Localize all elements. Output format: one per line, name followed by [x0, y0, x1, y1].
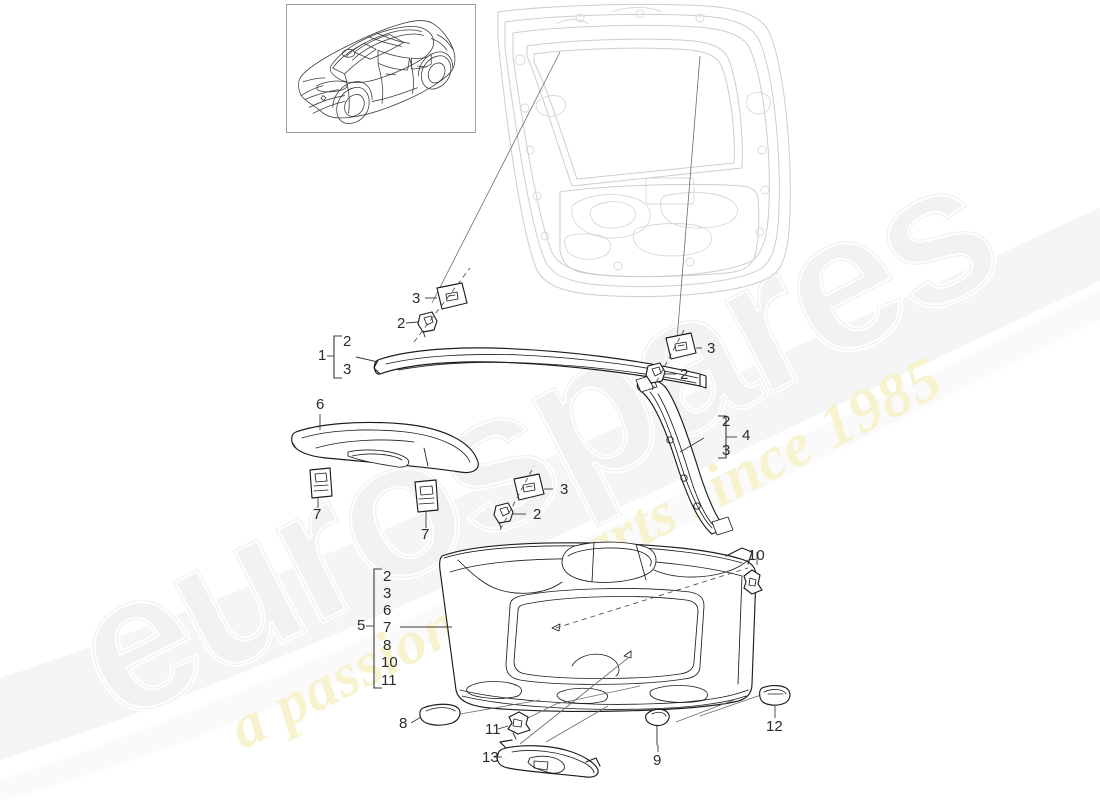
callout-9: 9	[653, 752, 662, 769]
callout-13: 13	[482, 749, 499, 766]
callout-12: 12	[766, 718, 783, 735]
tailgate-frame-ghost	[497, 3, 791, 298]
callout-5: 5	[357, 617, 366, 634]
callout-7b: 7	[421, 526, 430, 543]
part-9-screw	[645, 708, 670, 752]
callout-3a: 3	[343, 361, 352, 378]
leader-lines-frame	[431, 51, 701, 353]
callout-3c: 3	[707, 340, 716, 357]
part-12-grommet	[759, 685, 791, 718]
part-13-lock-cover	[494, 739, 601, 778]
callout-5-item-8: 8	[383, 637, 392, 654]
callout-2d: 2	[722, 413, 731, 430]
callout-5-item-11: 11	[381, 672, 397, 689]
callout-5-item-6: 6	[383, 602, 392, 619]
leader-lines-panel	[442, 567, 765, 745]
callout-5-item-7: 7	[383, 619, 392, 636]
callout-11: 11	[485, 721, 501, 738]
callout-3d: 3	[722, 442, 731, 459]
callout-3b: 3	[412, 290, 421, 307]
callout-7a: 7	[313, 506, 322, 523]
callout-8: 8	[399, 715, 408, 732]
assembly-guide-top	[413, 267, 471, 343]
part-8-cover-cap	[410, 703, 461, 726]
callout-5-item-2: 2	[383, 568, 392, 585]
part-3-clip-top	[425, 282, 468, 310]
part-10-clip	[743, 552, 763, 595]
part-6-grab-handle-trim	[291, 414, 479, 474]
part-2-rivet-top	[405, 311, 438, 338]
callout-6: 6	[316, 396, 325, 413]
callout-5-item-10: 10	[381, 654, 398, 671]
part-3-clip-panel	[513, 473, 553, 501]
callout-2e: 2	[533, 506, 542, 523]
bracket-assembly-5	[366, 568, 452, 689]
callout-5-item-3: 3	[383, 585, 392, 602]
callout-2b: 2	[397, 315, 406, 332]
callout-2c: 2	[680, 366, 689, 383]
callout-2a: 2	[343, 333, 352, 350]
bracket-assembly-1	[327, 335, 379, 379]
callout-3e: 3	[560, 481, 569, 498]
part-7-clip-bracket-left	[309, 467, 333, 508]
assembly-guide-panel-clip	[499, 465, 535, 531]
callout-4: 4	[742, 427, 751, 444]
vehicle-thumbnail	[286, 4, 476, 133]
part-3-clip-pillar	[665, 332, 702, 360]
callout-1: 1	[318, 347, 327, 364]
part-7-clip-bracket-right	[414, 479, 439, 528]
callout-10: 10	[748, 547, 765, 564]
part-5-inner-trim-panel	[439, 541, 757, 712]
part-11-clip	[497, 711, 531, 740]
bracket-assembly-4	[679, 415, 737, 459]
assembly-guide-pillar	[651, 329, 685, 391]
